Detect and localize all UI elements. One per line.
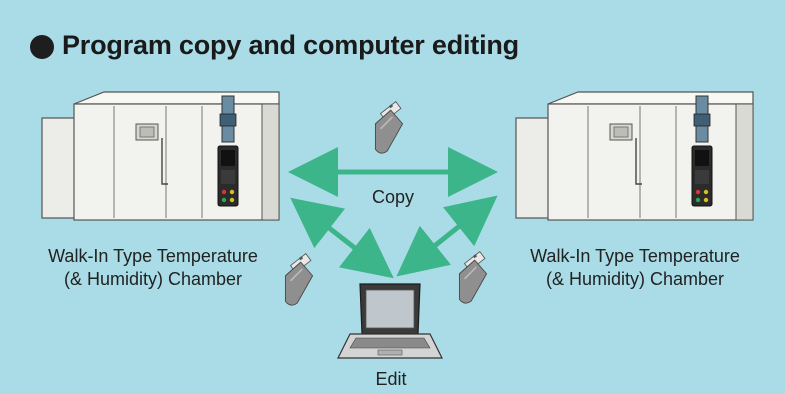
bullet-icon — [30, 35, 54, 59]
chamber-right-label-line1: Walk-In Type Temperature — [530, 246, 740, 266]
usb-drive-icon — [284, 252, 314, 307]
right-edit-double-arrow — [396, 195, 498, 277]
chamber-right-label-line2: (& Humidity) Chamber — [545, 269, 725, 289]
laptop-icon — [337, 283, 443, 359]
chamber-left-label-line1: Walk-In Type Temperature — [48, 246, 258, 266]
chamber-left-illustration — [41, 91, 280, 221]
usb-drive-icon — [374, 100, 404, 155]
chamber-right-illustration — [515, 91, 754, 221]
left-edit-double-arrow — [290, 197, 394, 279]
copy-label: Copy — [371, 187, 415, 207]
usb-drive-icon — [458, 250, 488, 305]
chamber-left-label-line2: (& Humidity) Chamber — [63, 269, 243, 289]
diagram-title: Program copy and computer editing — [62, 30, 519, 60]
edit-label: Edit — [375, 369, 407, 389]
